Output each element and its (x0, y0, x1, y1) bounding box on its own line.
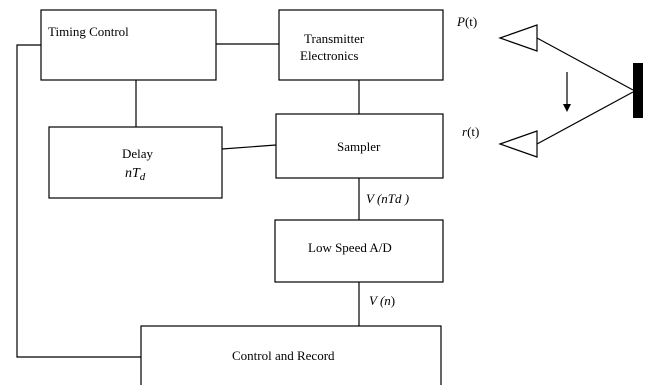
delay-label: Delay (122, 146, 154, 161)
timing-control-box (40, 9, 217, 81)
delay-box (48, 126, 223, 199)
wire-timing-control-feedback (16, 44, 141, 358)
transmit-beam-line (536, 37, 634, 91)
signal-p-t: P(t) (456, 14, 477, 29)
sampler-block: Sampler (275, 113, 444, 179)
control-record-label: Control and Record (232, 348, 335, 363)
timing-control-label: Timing Control (48, 24, 129, 39)
receive-antenna-icon (498, 130, 538, 158)
signal-r-t: r(t) (462, 124, 479, 139)
transmit-antenna-icon (498, 24, 538, 52)
receive-beam-line (536, 91, 634, 145)
antenna-group (498, 24, 643, 158)
adc-box (274, 219, 444, 283)
signal-v-ntd: V (nTd ) (366, 191, 409, 206)
timing-control-block: Timing Control (40, 9, 217, 81)
sampler-label: Sampler (337, 139, 381, 154)
target-reflector-icon (633, 63, 643, 118)
control-record-box (140, 325, 442, 385)
transmitter-block: Transmitter Electronics (278, 9, 444, 81)
transmitter-label-line2: Electronics (300, 48, 358, 63)
delay-formula: nTd (125, 166, 146, 183)
connections (16, 43, 360, 358)
delay-block: Delay nTd (48, 126, 223, 199)
transmitter-label-line1: Transmitter (304, 31, 365, 46)
adc-label: Low Speed A/D (308, 240, 392, 255)
control-record-block: Control and Record (140, 325, 442, 385)
signal-v-n: V (n) (369, 293, 395, 308)
sampler-box (275, 113, 444, 179)
adc-block: Low Speed A/D (274, 219, 444, 283)
transmitter-box (278, 9, 444, 81)
wire-delay-sampler (221, 144, 277, 150)
